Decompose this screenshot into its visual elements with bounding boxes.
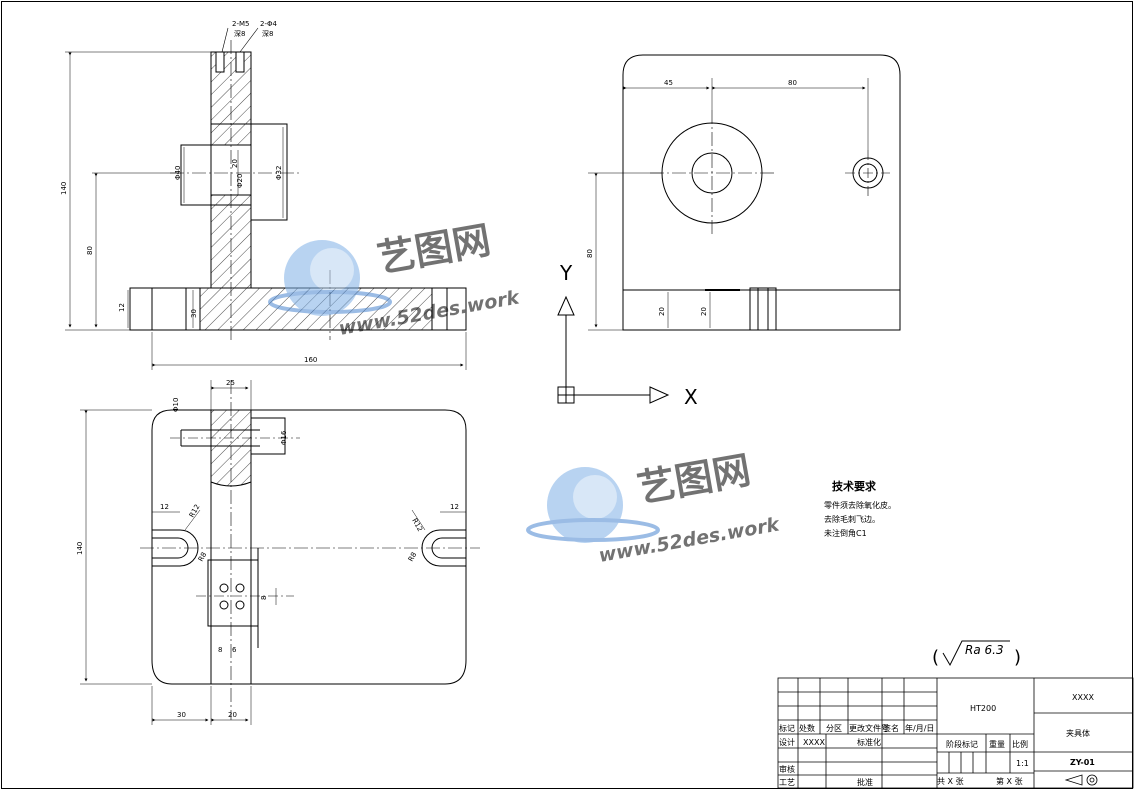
svg-text:): ) (1014, 647, 1021, 668)
axes-indicator (557, 295, 670, 404)
dim-front-center: 80 (86, 246, 94, 255)
tb-scale: 1:1 (1016, 759, 1029, 768)
dim-front-width: 160 (304, 356, 317, 364)
tech-line-3: 未注倒角C1 (824, 528, 867, 538)
front-dim-labels: 2-M5 深8 2-Φ4 深8 140 80 12 160 Φ40 Φ20 Φ3… (60, 20, 317, 364)
tb-ratio: 比例 (1012, 739, 1028, 749)
tb-h-count: 处数 (799, 723, 815, 733)
tb-sheets-total: 共 X 张 (937, 777, 964, 786)
watermark-brand-1: 艺图网 (374, 218, 494, 281)
dim-slot-right-r2: R8 (407, 551, 419, 563)
dim-front-height: 140 (60, 182, 68, 195)
svg-text:(: ( (932, 647, 939, 668)
dim-side-right: 80 (788, 79, 797, 87)
dim-pin-b: 6 (232, 646, 237, 654)
dim-front-web: 30 (190, 309, 198, 318)
tb-r-process: 工艺 (779, 778, 795, 787)
dim-slot-right-w: 12 (450, 503, 459, 511)
dim-slot-left-r2: R8 (197, 551, 209, 563)
tb-h-sign: 签名 (883, 723, 899, 733)
side-dim-labels: 45 80 80 20 20 (586, 79, 797, 316)
dim-top-hole: Φ10 (172, 398, 180, 412)
dim-hole-a-depth: 深8 (234, 29, 245, 38)
tb-h-zone: 分区 (826, 724, 842, 733)
dim-side-base-a: 20 (658, 307, 666, 316)
tb-drawing-no: ZY-01 (1070, 758, 1095, 767)
tech-title: 技术要求 (832, 479, 877, 493)
tb-h-docno: 更改文件号 (849, 723, 889, 733)
watermark-brand-2: 艺图网 (634, 448, 754, 511)
tech-line-1: 零件须去除氧化皮。 (824, 500, 896, 510)
dim-hole-b-depth: 深8 (262, 29, 273, 38)
tech-line-2: 去除毛刺飞边。 (824, 514, 880, 524)
dim-top-hole-b: Φ16 (280, 430, 288, 445)
axis-x-label: X (684, 385, 698, 409)
tb-h-date: 年/月/日 (905, 723, 934, 733)
tb-r-design: 设计 (779, 737, 795, 747)
dim-top-width: 25 (226, 379, 235, 387)
dim-hole-a: 2-M5 (232, 20, 249, 28)
top-view (80, 380, 480, 725)
tb-stage: 阶段标记 (946, 739, 978, 749)
dim-side-left: 45 (664, 79, 673, 87)
axis-y-label: Y (559, 261, 573, 285)
tb-r-std: 标准化 (857, 737, 881, 747)
top-dim-labels: 140 25 Φ10 Φ16 12 R12 R8 12 R12 R8 8 6 8… (76, 379, 459, 719)
dim-side-base-b: 20 (700, 307, 708, 316)
dim-bottom-b: 20 (228, 711, 237, 719)
watermark-2: 艺图网 www.52des.work (526, 448, 782, 567)
tb-weight: 重量 (989, 739, 1005, 749)
dim-pin-a: 8 (218, 646, 222, 654)
tb-sheet-no: 第 X 张 (996, 776, 1023, 786)
dim-pin-c: 8 (260, 596, 268, 600)
dim-top-height: 140 (76, 542, 84, 555)
tb-material: HT200 (970, 704, 996, 713)
dim-slot-left-r: R12 (188, 503, 202, 519)
tb-h-mark: 标记 (779, 723, 795, 733)
tb-r-designer: XXXX (803, 738, 825, 747)
roughness-label: Ra 6.3 (965, 643, 1004, 657)
dim-front-bore-b: Φ32 (275, 166, 283, 180)
dim-front-base: 12 (118, 303, 126, 312)
dim-front-bore: Φ20 (236, 174, 244, 188)
dim-bottom-a: 30 (177, 711, 186, 719)
title-block (777, 677, 1134, 789)
side-view (588, 54, 901, 331)
title-block-text: 标记 处数 分区 更改文件号 签名 年/月/日 设计 XXXX 标准化 审核 工… (779, 693, 1095, 787)
dim-front-step: 20 (231, 159, 239, 168)
dim-hole-b: 2-Φ4 (260, 20, 277, 28)
tech-requirements: 技术要求 零件须去除氧化皮。 去除毛刺飞边。 未注倒角C1 (824, 479, 896, 538)
tb-company: XXXX (1072, 693, 1094, 702)
dim-slot-left-w: 12 (160, 503, 169, 511)
dim-side-height: 80 (586, 249, 594, 258)
roughness-symbol: ( Ra 6.3 ) (932, 640, 1021, 668)
tb-r-check: 审核 (779, 764, 795, 774)
front-section-view (65, 27, 467, 370)
dim-slot-right-r: R12 (410, 517, 424, 533)
tb-part-name: 夹具体 (1066, 728, 1090, 738)
tb-r-approve: 批准 (857, 777, 873, 787)
dim-front-boss: Φ40 (174, 166, 182, 180)
